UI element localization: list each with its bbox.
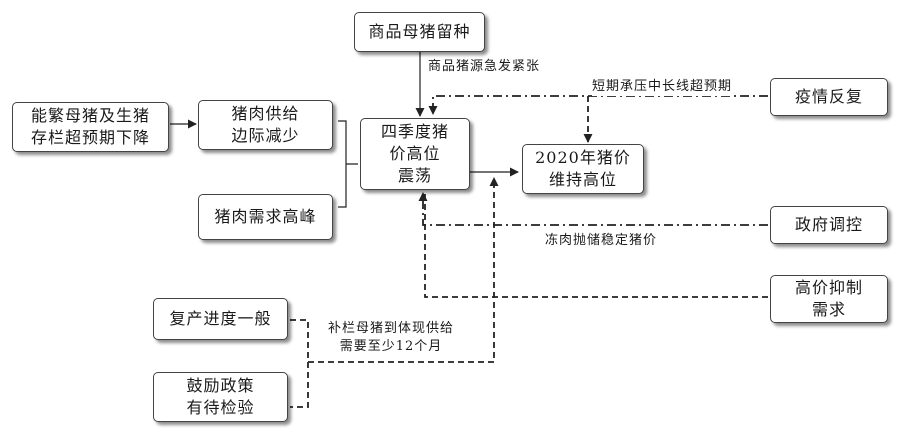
node-policy-test: 鼓励政策 有待检验 xyxy=(153,372,288,422)
label-restock: 补栏母猪到体现供给 需要至少12个月 xyxy=(328,320,455,356)
node-epidemic-repeat: 疫情反复 xyxy=(770,78,888,116)
label-short-term: 短期承压中长线超预期 xyxy=(592,78,733,96)
bracket-recovery-policy xyxy=(290,178,494,408)
dashdot-gov xyxy=(418,192,768,226)
label-frozen-pork: 冻肉抛储稳定猪价 xyxy=(545,232,658,250)
dashed-high-price xyxy=(424,193,768,298)
bracket-supply-demand xyxy=(338,120,358,208)
node-demand-peak: 猪肉需求高峰 xyxy=(198,194,333,240)
node-supply-decrease: 猪肉供给 边际减少 xyxy=(198,100,333,150)
node-quarter-fluctuation: 四季度猪 价高位 震荡 xyxy=(360,118,470,190)
node-gov-control: 政府调控 xyxy=(770,206,888,244)
label-source-tight: 商品猪源急发紧张 xyxy=(428,58,541,76)
node-sow-retention: 商品母猪留种 xyxy=(354,12,485,52)
node-breeding-sow-decline: 能繁母猪及生猪 存栏超预期下降 xyxy=(12,102,169,152)
node-recovery-progress: 复产进度一般 xyxy=(153,298,288,340)
dashdot-epidemic xyxy=(428,95,768,115)
node-high-price-demand: 高价抑制 需求 xyxy=(770,275,888,323)
node-price-2020: 2020年猪价 维持高位 xyxy=(522,144,644,194)
